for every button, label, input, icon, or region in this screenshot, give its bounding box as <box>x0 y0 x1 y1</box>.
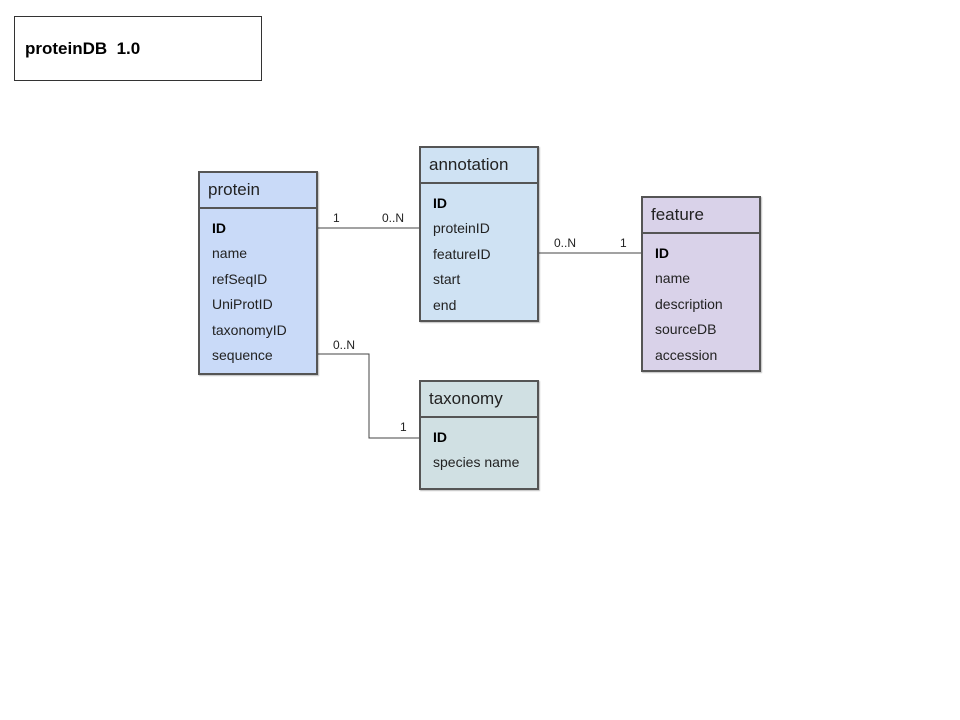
protein-entity[interactable]: protein ID name refSeqID UniProtID taxon… <box>198 171 318 375</box>
taxonomy-entity[interactable]: taxonomy ID species name <box>419 380 539 490</box>
protein-field-name: name <box>212 245 248 262</box>
diagram-title: proteinDB 1.0 <box>14 16 262 81</box>
protein-field-list: ID name refSeqID UniProtID taxonomyID se… <box>200 209 316 368</box>
feature-field-name: name <box>655 270 691 287</box>
taxonomy-entity-header: taxonomy <box>421 382 537 418</box>
protein-field-taxonomyid: taxonomyID <box>212 321 287 338</box>
taxonomy-field-list: ID species name <box>421 418 537 476</box>
protein-field-sequence: sequence <box>212 346 273 363</box>
protein-field-id: ID <box>212 220 226 236</box>
protein-annotation-to-cardinality: 0..N <box>382 211 405 225</box>
annotation-feature-from-cardinality: 0..N <box>554 236 577 250</box>
annotation-field-list: ID proteinID featureID start end <box>421 184 537 318</box>
protein-taxonomy-from-cardinality: 0..N <box>333 338 356 352</box>
feature-field-accession: accession <box>655 346 718 363</box>
feature-field-sourcedb: sourceDB <box>655 321 717 338</box>
feature-entity[interactable]: feature ID name description sourceDB acc… <box>641 196 761 372</box>
annotation-entity-header: annotation <box>421 148 537 184</box>
taxonomy-field-id: ID <box>433 429 447 445</box>
protein-field-refseqid: refSeqID <box>212 270 268 287</box>
annotation-feature-to-cardinality: 1 <box>620 236 627 250</box>
annotation-field-end: end <box>433 296 457 313</box>
taxonomy-field-species-name: species name <box>433 454 520 471</box>
protein-annotation-from-cardinality: 1 <box>333 211 340 225</box>
annotation-entity[interactable]: annotation ID proteinID featureID start … <box>419 146 539 322</box>
protein-entity-header: protein <box>200 173 316 209</box>
protein-taxonomy-to-cardinality: 1 <box>400 420 407 434</box>
feature-field-description: description <box>655 295 723 312</box>
annotation-field-start: start <box>433 271 461 288</box>
feature-field-list: ID name description sourceDB accession <box>643 234 759 368</box>
annotation-field-id: ID <box>433 195 447 211</box>
feature-entity-header: feature <box>643 198 759 234</box>
annotation-field-featureid: featureID <box>433 245 491 262</box>
annotation-field-proteinid: proteinID <box>433 220 490 237</box>
protein-taxonomy-connector <box>316 353 420 439</box>
protein-field-uniprotid: UniProtID <box>212 296 273 313</box>
feature-field-id: ID <box>655 245 669 261</box>
